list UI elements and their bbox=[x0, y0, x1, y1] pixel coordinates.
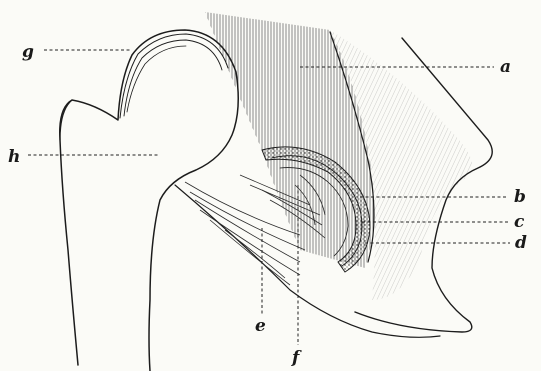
label-f: f bbox=[291, 348, 302, 368]
label-c: c bbox=[514, 212, 525, 232]
pelvis-bone bbox=[205, 12, 492, 332]
label-g: g bbox=[22, 42, 34, 62]
label-b: b bbox=[514, 187, 526, 207]
label-h: h bbox=[8, 147, 20, 167]
label-d: d bbox=[515, 233, 527, 253]
femur bbox=[60, 30, 239, 371]
label-a: a bbox=[500, 57, 511, 77]
label-e: e bbox=[255, 316, 266, 336]
